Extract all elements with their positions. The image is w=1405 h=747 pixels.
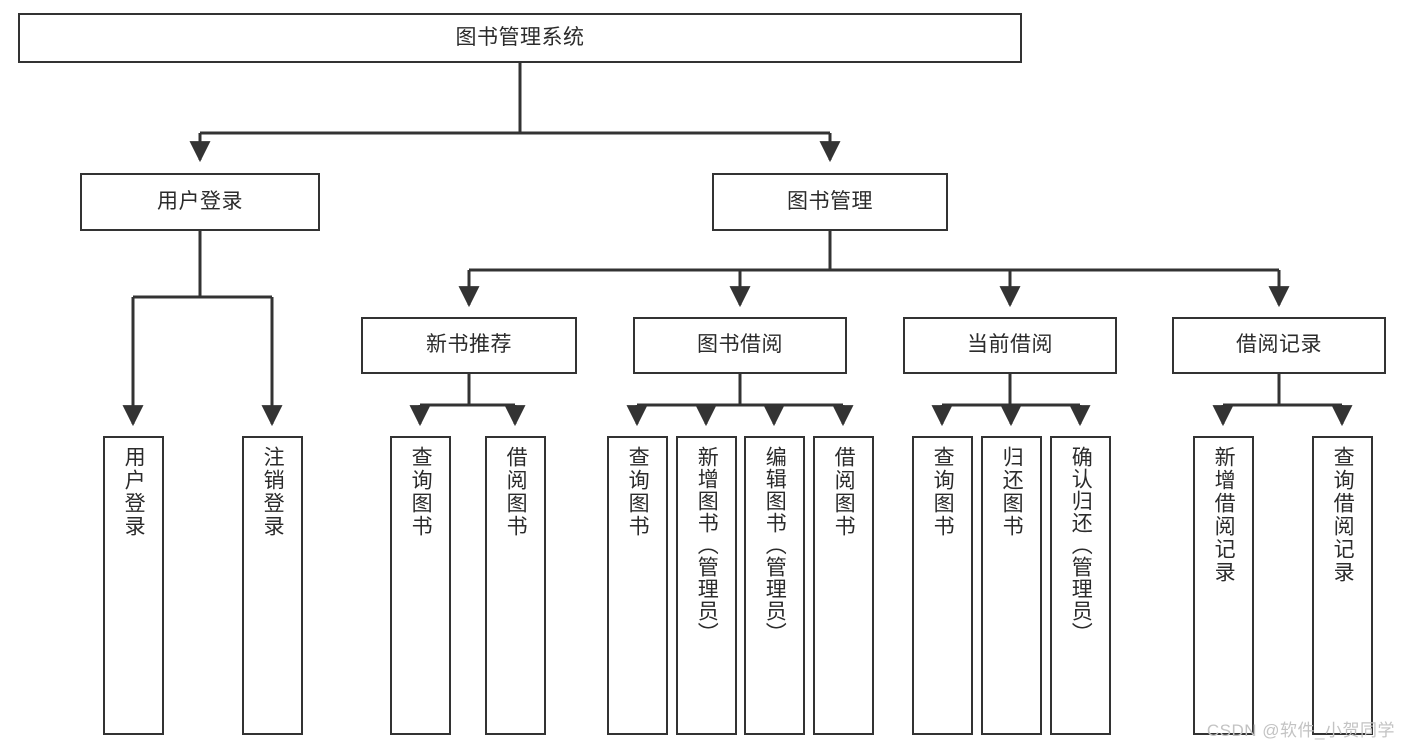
node-root-label: 图书管理系统 [455,25,585,49]
node-user-login[interactable]: 用户登录 [80,173,320,231]
node-leaf-confirm-return[interactable]: 确认归还（管理员） [1050,436,1111,735]
node-leaf-query-book-1[interactable]: 查询图书 [390,436,451,735]
node-leaf-query-record[interactable]: 查询借阅记录 [1312,436,1373,735]
node-user-login-label: 用户登录 [157,189,243,213]
node-leaf-query-book-1-label: 查询图书 [409,446,433,538]
node-leaf-user-login-label: 用户登录 [122,446,146,538]
node-leaf-add-book[interactable]: 新增图书（管理员） [676,436,737,735]
node-leaf-return-book-label: 归还图书 [1000,446,1024,538]
node-leaf-borrow-book-1-label: 借阅图书 [504,446,528,538]
node-book-borrow-label: 图书借阅 [697,333,783,357]
node-leaf-query-book-3[interactable]: 查询图书 [912,436,973,735]
node-leaf-query-book-3-label: 查询图书 [931,446,955,538]
node-leaf-query-record-label: 查询借阅记录 [1331,446,1355,584]
node-leaf-borrow-book-1[interactable]: 借阅图书 [485,436,546,735]
node-leaf-query-book-2[interactable]: 查询图书 [607,436,668,735]
node-leaf-logout-login[interactable]: 注销登录 [242,436,303,735]
node-leaf-query-book-2-label: 查询图书 [626,446,650,538]
node-leaf-edit-book[interactable]: 编辑图书（管理员） [744,436,805,735]
node-new-book-recommend[interactable]: 新书推荐 [361,317,577,374]
node-book-borrow[interactable]: 图书借阅 [633,317,847,374]
node-current-borrow[interactable]: 当前借阅 [903,317,1117,374]
node-borrow-record-label: 借阅记录 [1236,333,1322,357]
node-root[interactable]: 图书管理系统 [18,13,1022,63]
node-leaf-confirm-return-label: 确认归还（管理员） [1069,446,1093,644]
node-book-manage[interactable]: 图书管理 [712,173,948,231]
node-leaf-add-book-label: 新增图书（管理员） [695,446,719,644]
node-leaf-borrow-book-2-label: 借阅图书 [832,446,856,538]
node-new-book-recommend-label: 新书推荐 [426,333,512,357]
node-current-borrow-label: 当前借阅 [967,333,1053,357]
node-leaf-logout-login-label: 注销登录 [261,446,285,538]
node-leaf-user-login[interactable]: 用户登录 [103,436,164,735]
node-leaf-add-record[interactable]: 新增借阅记录 [1193,436,1254,735]
node-leaf-return-book[interactable]: 归还图书 [981,436,1042,735]
node-leaf-add-record-label: 新增借阅记录 [1212,446,1236,584]
node-book-manage-label: 图书管理 [787,189,873,213]
node-leaf-edit-book-label: 编辑图书（管理员） [763,446,787,644]
node-borrow-record[interactable]: 借阅记录 [1172,317,1386,374]
node-leaf-borrow-book-2[interactable]: 借阅图书 [813,436,874,735]
